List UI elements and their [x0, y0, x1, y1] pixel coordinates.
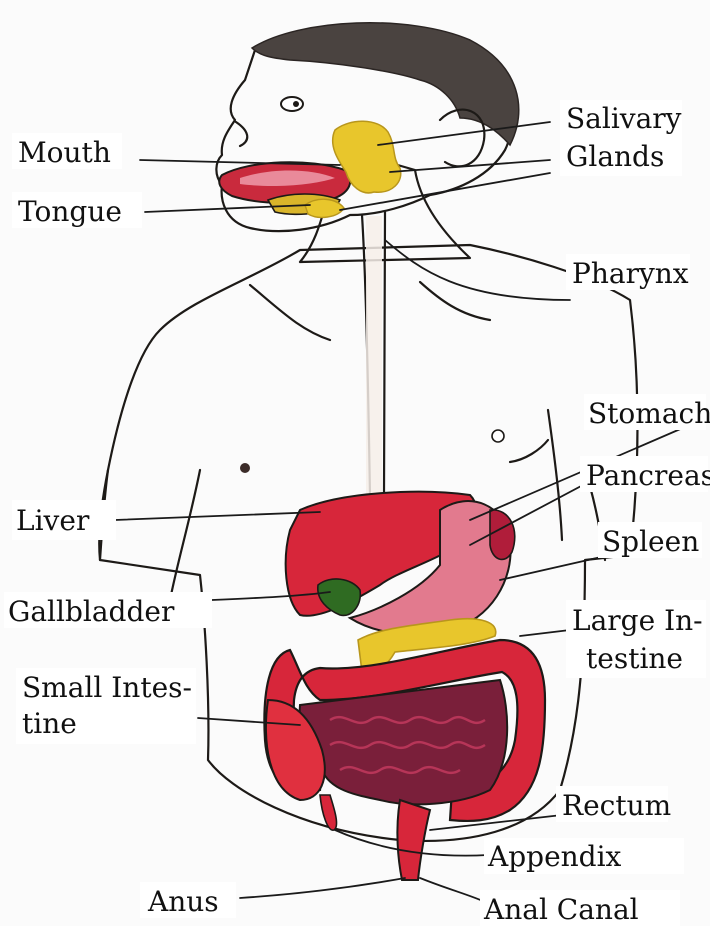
label-salivary-line2: Glands	[566, 140, 664, 173]
label-anus: Anus	[147, 885, 219, 918]
nipple-right	[492, 430, 504, 442]
label-large-intestine-line2: testine	[586, 642, 683, 675]
label-spleen: Spleen	[602, 525, 699, 558]
label-small-intestine-line2: tine	[22, 707, 77, 740]
label-appendix: Appendix	[487, 840, 622, 873]
eye	[281, 97, 303, 111]
label-tongue: Tongue	[18, 195, 122, 228]
nipple-left	[240, 463, 250, 473]
label-pancreas: Pancreas	[586, 459, 710, 492]
label-large-intestine-line1: Large In-	[572, 604, 703, 637]
pupil	[293, 101, 299, 107]
esophagus-right	[384, 212, 385, 495]
label-stomach: Stomach	[588, 397, 710, 430]
label-mouth: Mouth	[18, 136, 111, 169]
label-rectum: Rectum	[562, 789, 671, 822]
label-liver: Liver	[16, 504, 90, 537]
label-anal-canal: Anal Canal	[483, 893, 639, 926]
label-salivary-line1: Salivary	[566, 102, 682, 135]
esophagus	[366, 216, 382, 496]
label-small-intestine-line1: Small Intes-	[22, 671, 192, 704]
label-pharynx: Pharynx	[572, 257, 689, 290]
label-gallbladder: Gallbladder	[8, 595, 175, 628]
